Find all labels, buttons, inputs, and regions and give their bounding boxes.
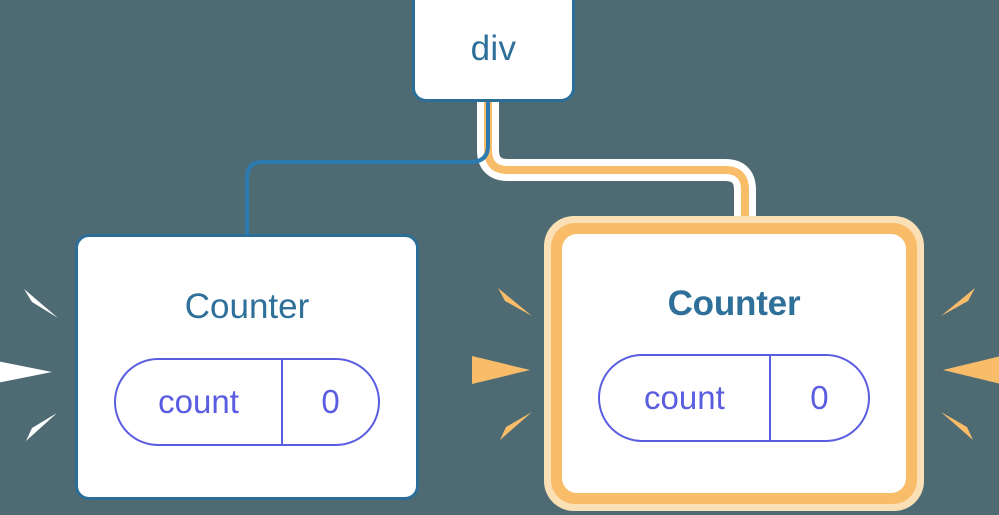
sparkle-ray-icon (24, 289, 58, 318)
sparkle-ray-icon (498, 288, 532, 316)
sparkle-ray-icon (943, 356, 999, 384)
sparkle-ray-icon (941, 412, 973, 440)
node-counter-right[interactable]: Counter count 0 (562, 234, 906, 493)
state-pill-left-key: count (158, 383, 239, 420)
sparkle-ray-icon (472, 356, 530, 384)
sparkle-ray-icon (0, 361, 52, 383)
node-counter-right-highlight-halo: Counter count 0 (544, 216, 924, 511)
node-counter-right-highlight-ring: Counter count 0 (551, 223, 917, 504)
node-counter-left[interactable]: Counter count 0 (75, 234, 419, 500)
state-pill-right-key: count (644, 379, 725, 416)
sparkle-ray-icon (500, 412, 532, 440)
state-pill-left-value: 0 (281, 360, 378, 444)
state-pill-right-value: 0 (768, 356, 868, 440)
sparkle-ray-icon (941, 288, 975, 316)
sparkle-ray-icon (26, 413, 57, 441)
node-counter-left-label: Counter (184, 287, 310, 326)
state-pill-left[interactable]: count 0 (114, 358, 380, 446)
node-div[interactable]: div (412, 0, 575, 102)
node-counter-right-label: Counter (667, 284, 801, 323)
state-pill-right[interactable]: count 0 (598, 354, 870, 442)
node-div-label: div (470, 29, 517, 68)
